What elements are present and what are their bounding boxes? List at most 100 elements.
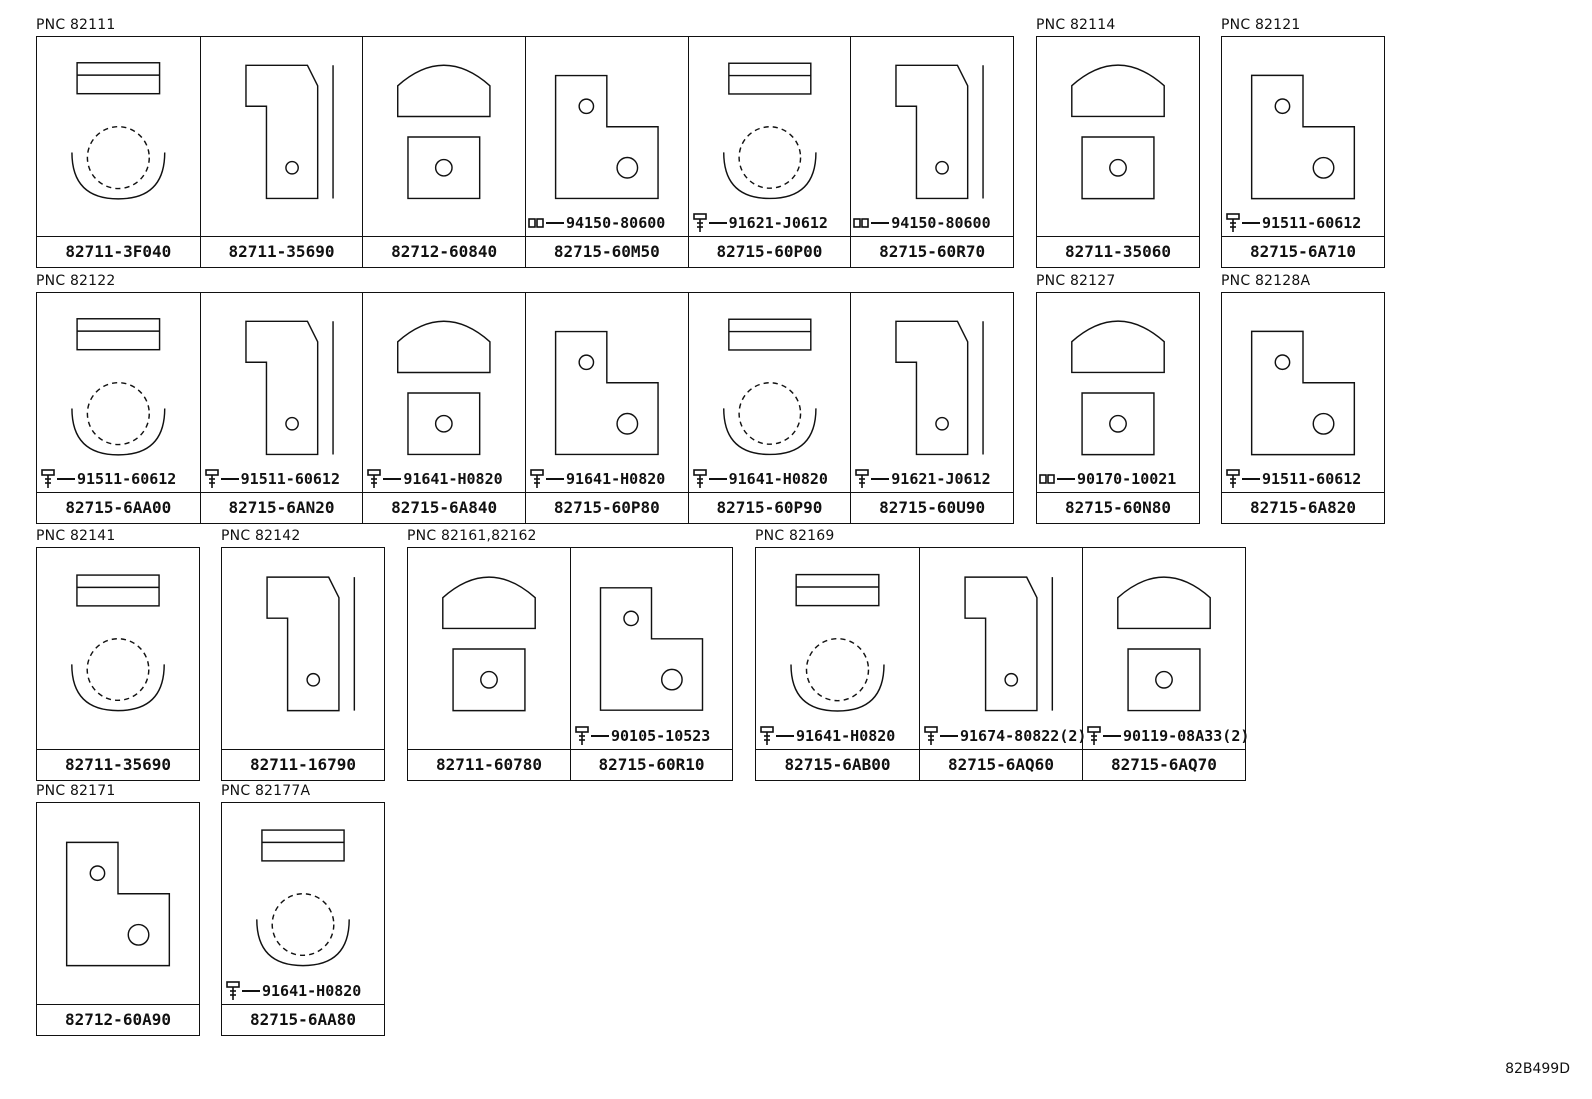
fastener-number: 91621-J0612 <box>891 470 991 488</box>
part-cell: 82711-16790 <box>222 548 384 780</box>
part-number: 82712-60840 <box>363 236 525 267</box>
bolt-icon <box>226 981 240 1000</box>
part-drawing <box>71 318 166 456</box>
pnc-label: PNC 82169 <box>755 528 835 544</box>
part-illustration <box>855 297 1009 489</box>
fastener-number: 91621-J0612 <box>728 214 828 232</box>
part-illustration <box>205 297 359 489</box>
part-drawing <box>1071 320 1165 456</box>
part-drawing <box>244 320 334 456</box>
part-drawing <box>554 74 659 200</box>
part-number: 82715-60R70 <box>851 236 1013 267</box>
pnc-label: PNC 82171 <box>36 783 116 799</box>
fastener-callout: 94150-80600 <box>853 211 1013 235</box>
part-number: 82715-60U90 <box>851 492 1013 523</box>
pnc-label: PNC 82142 <box>221 528 301 544</box>
part-number: 82711-35060 <box>1037 236 1199 267</box>
fastener-number: 91511-60612 <box>240 470 340 488</box>
part-group: 82711-35690 <box>36 547 200 781</box>
fastener-callout: 91641-H0820 <box>365 467 525 491</box>
part-number: 82715-60R10 <box>571 749 732 780</box>
part-drawing <box>1250 74 1356 200</box>
part-number: 82715-60P90 <box>688 492 851 523</box>
fastener-callout: 91674-80822(2) <box>922 724 1086 748</box>
part-illustration <box>226 807 380 1001</box>
fastener-callout: 91511-60612 <box>39 467 200 491</box>
fastener-number: 91674-80822(2) <box>959 727 1087 745</box>
bolt-icon <box>1226 213 1240 232</box>
fastener-number: 94150-80600 <box>565 214 666 232</box>
leader-line <box>57 478 75 480</box>
part-drawing <box>1250 330 1356 456</box>
bolt-icon <box>530 469 544 488</box>
part-number: 82715-6AB00 <box>756 749 919 780</box>
bolt-icon <box>1226 469 1240 488</box>
part-drawing <box>442 576 536 712</box>
part-drawing <box>554 330 659 456</box>
leader-line <box>1057 478 1075 480</box>
part-group: 91641-H0820 82715-6AB00 91674-80822(2) 8271… <box>755 547 1249 781</box>
nut-icon <box>528 218 544 228</box>
bolt-icon <box>575 726 589 745</box>
leader-line <box>708 478 727 480</box>
part-number: 82715-6AQ70 <box>1082 749 1245 780</box>
part-cell: 94150-80600 82715-60M50 <box>524 37 688 267</box>
part-cell: 90119-08A33(2) 82715-6AQ70 <box>1081 548 1249 780</box>
part-illustration <box>412 552 566 746</box>
part-drawing <box>895 320 985 456</box>
bolt-icon <box>1087 726 1101 745</box>
part-number: 82715-6A840 <box>363 492 525 523</box>
part-number: 82711-60780 <box>408 749 570 780</box>
fastener-number: 91641-H0820 <box>796 727 896 745</box>
part-illustration <box>855 41 1009 233</box>
part-drawing <box>71 62 166 200</box>
part-cell: 94150-80600 82715-60R70 <box>850 37 1013 267</box>
part-cell: 90105-10523 82715-60R10 <box>570 548 732 780</box>
part-cell: 82711-60780 <box>408 548 570 780</box>
fastener-number: 90105-10523 <box>611 727 711 745</box>
leader-line <box>939 735 958 737</box>
fastener-callout: 90105-10523 <box>573 724 732 748</box>
part-drawing <box>397 64 491 200</box>
part-number: 82715-6AA00 <box>37 492 200 523</box>
part-drawing <box>65 841 171 967</box>
part-illustration <box>760 552 915 746</box>
part-illustration <box>924 552 1078 746</box>
fastener-callout: 90170-10021 <box>1039 467 1199 491</box>
part-drawing <box>256 829 350 967</box>
fastener-callout: 91511-60612 <box>203 467 363 491</box>
part-illustration <box>41 297 196 489</box>
part-illustration <box>41 552 195 746</box>
part-illustration <box>693 41 847 233</box>
part-illustration <box>367 297 521 489</box>
pnc-label: PNC 82128A <box>1221 273 1311 289</box>
pnc-label: PNC 82127 <box>1036 273 1116 289</box>
fastener-number: 94150-80600 <box>891 214 991 232</box>
fastener-number: 91511-60612 <box>1262 214 1362 232</box>
part-drawing <box>244 64 334 200</box>
part-number: 82715-60N80 <box>1037 492 1199 523</box>
part-drawing <box>1071 64 1165 200</box>
fastener-callout: 91621-J0612 <box>853 467 1013 491</box>
part-illustration <box>41 807 195 1001</box>
part-illustration <box>575 552 728 746</box>
fastener-number: 90119-08A33(2) <box>1122 727 1250 745</box>
part-number: 82715-60M50 <box>525 236 688 267</box>
part-group: 82711-16790 <box>221 547 385 781</box>
leader-line <box>871 478 890 480</box>
part-illustration <box>530 297 684 489</box>
leader-line <box>871 222 890 224</box>
fastener-callout: 94150-80600 <box>528 211 688 235</box>
bolt-icon <box>692 213 707 232</box>
part-group: 82712-60A90 <box>36 802 200 1036</box>
part-illustration <box>1226 297 1380 489</box>
